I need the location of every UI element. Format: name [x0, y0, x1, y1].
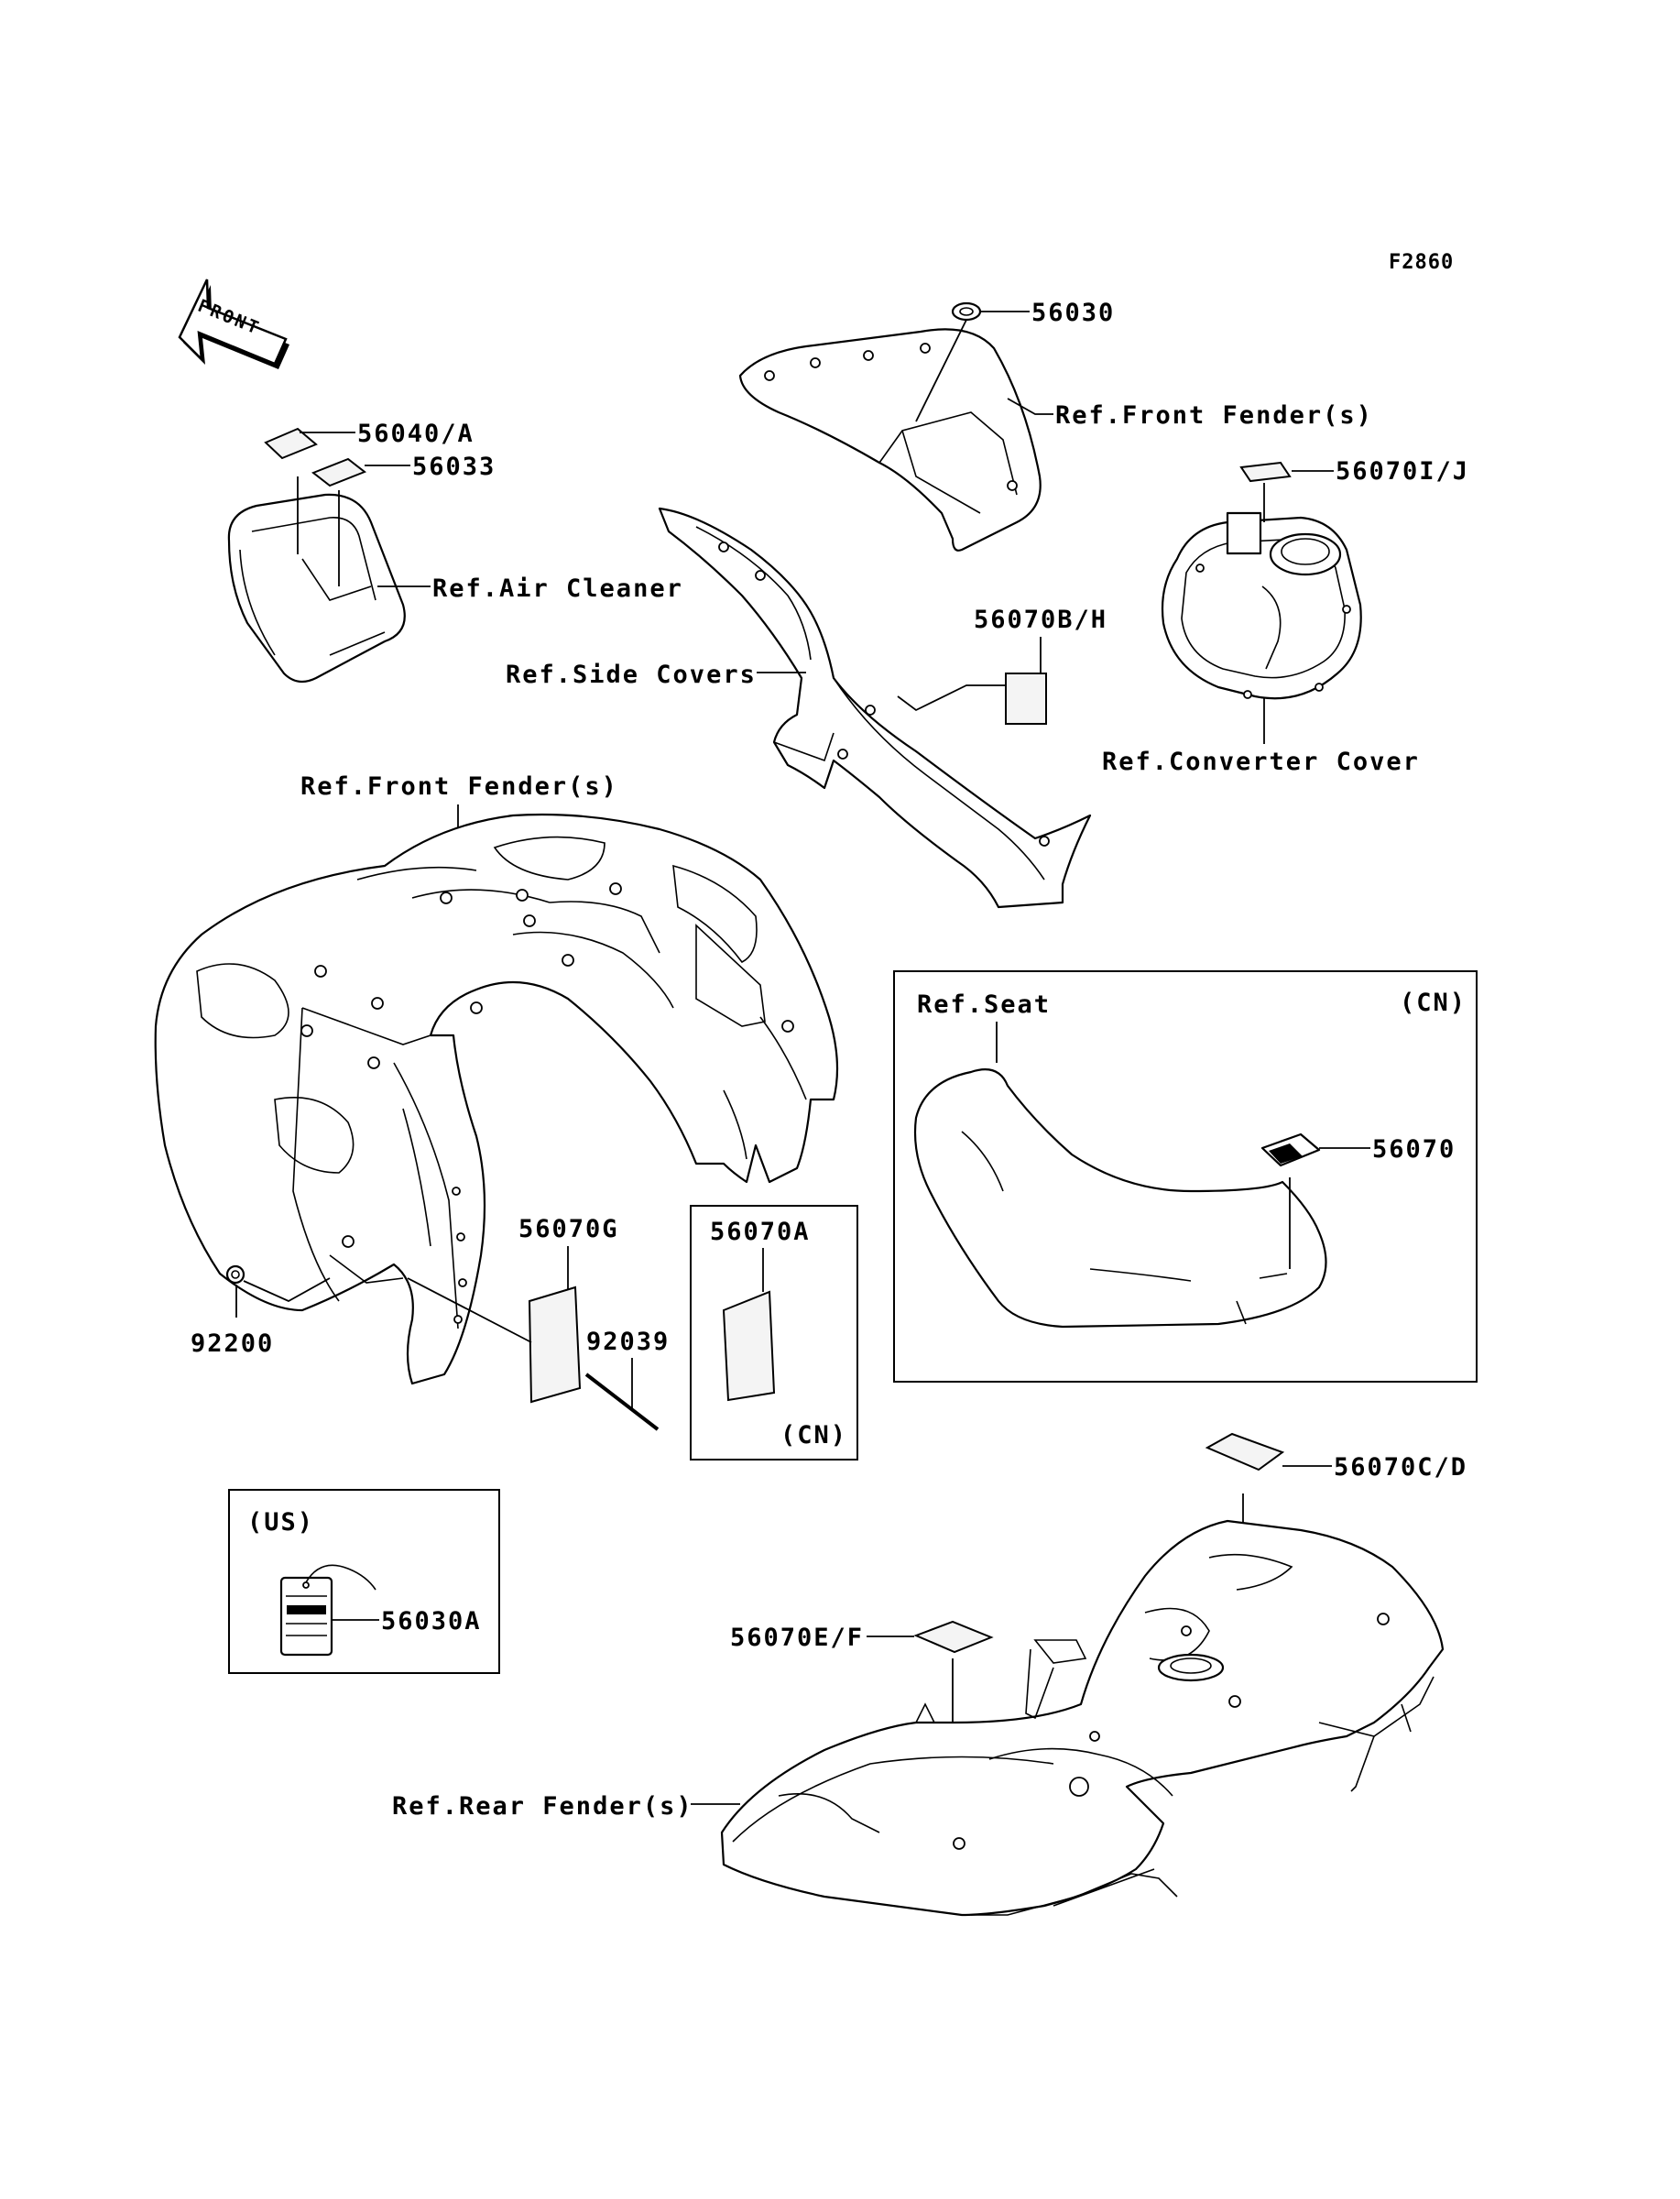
box-seat-cn — [893, 970, 1478, 1383]
part-56030-washer — [951, 301, 982, 322]
label-ref-converter-cover: Ref.Converter Cover — [1102, 748, 1420, 776]
decal-56070 — [1260, 1132, 1321, 1167]
label-cn-small-box: (CN) — [780, 1421, 847, 1450]
label-ref-air-cleaner: Ref.Air Cleaner — [432, 574, 683, 603]
decal-56070cd — [1205, 1432, 1285, 1471]
front-fender-main — [154, 813, 839, 1385]
decal-56070ef — [913, 1620, 994, 1654]
decal-56040a — [264, 427, 318, 460]
box-56030a-us — [228, 1489, 500, 1674]
label-ref-front-fender-top: Ref.Front Fender(s) — [1055, 401, 1373, 430]
label-56033: 56033 — [412, 453, 496, 481]
label-56070ij: 56070I/J — [1336, 457, 1469, 486]
label-56070ef: 56070E/F — [730, 1624, 864, 1652]
label-56030a: 56030A — [381, 1607, 482, 1636]
decal-56070ij — [1239, 461, 1292, 483]
label-56070: 56070 — [1372, 1135, 1456, 1164]
label-56070a: 56070A — [710, 1218, 811, 1246]
decal-56070g — [528, 1285, 582, 1404]
label-56040a: 56040/A — [357, 420, 475, 448]
front-fender-inner-panel — [738, 328, 1042, 552]
front-direction-arrow-icon: FRONT — [178, 279, 289, 369]
figure-code: F2860 — [1389, 251, 1454, 274]
decal-56070bh — [1005, 673, 1047, 725]
label-56070cd: 56070C/D — [1334, 1453, 1467, 1482]
label-cn-seat-box: (CN) — [1400, 989, 1467, 1017]
label-92039: 92039 — [586, 1328, 670, 1356]
label-56030: 56030 — [1031, 299, 1115, 327]
label-ref-rear-fender: Ref.Rear Fender(s) — [392, 1792, 693, 1821]
label-92200: 92200 — [191, 1329, 274, 1358]
box-56070a-cn — [690, 1205, 858, 1461]
seat — [913, 1068, 1327, 1329]
converter-cover — [1161, 511, 1362, 700]
label-56070g: 56070G — [518, 1215, 619, 1243]
decal-56033 — [311, 457, 366, 487]
cable-tie-92039 — [584, 1373, 660, 1431]
clip-92200 — [225, 1264, 245, 1285]
label-ref-side-covers: Ref.Side Covers — [506, 661, 757, 689]
rear-fender — [720, 1519, 1445, 1917]
side-cover — [658, 507, 1092, 909]
decal-56070a — [722, 1290, 776, 1402]
label-ref-front-fender-main: Ref.Front Fender(s) — [300, 772, 618, 801]
label-56070bh: 56070B/H — [974, 606, 1107, 634]
label-us-box: (US) — [247, 1508, 314, 1537]
label-ref-seat: Ref.Seat — [917, 990, 1051, 1019]
air-cleaner — [227, 493, 406, 684]
hang-tag-56030a — [279, 1564, 376, 1657]
